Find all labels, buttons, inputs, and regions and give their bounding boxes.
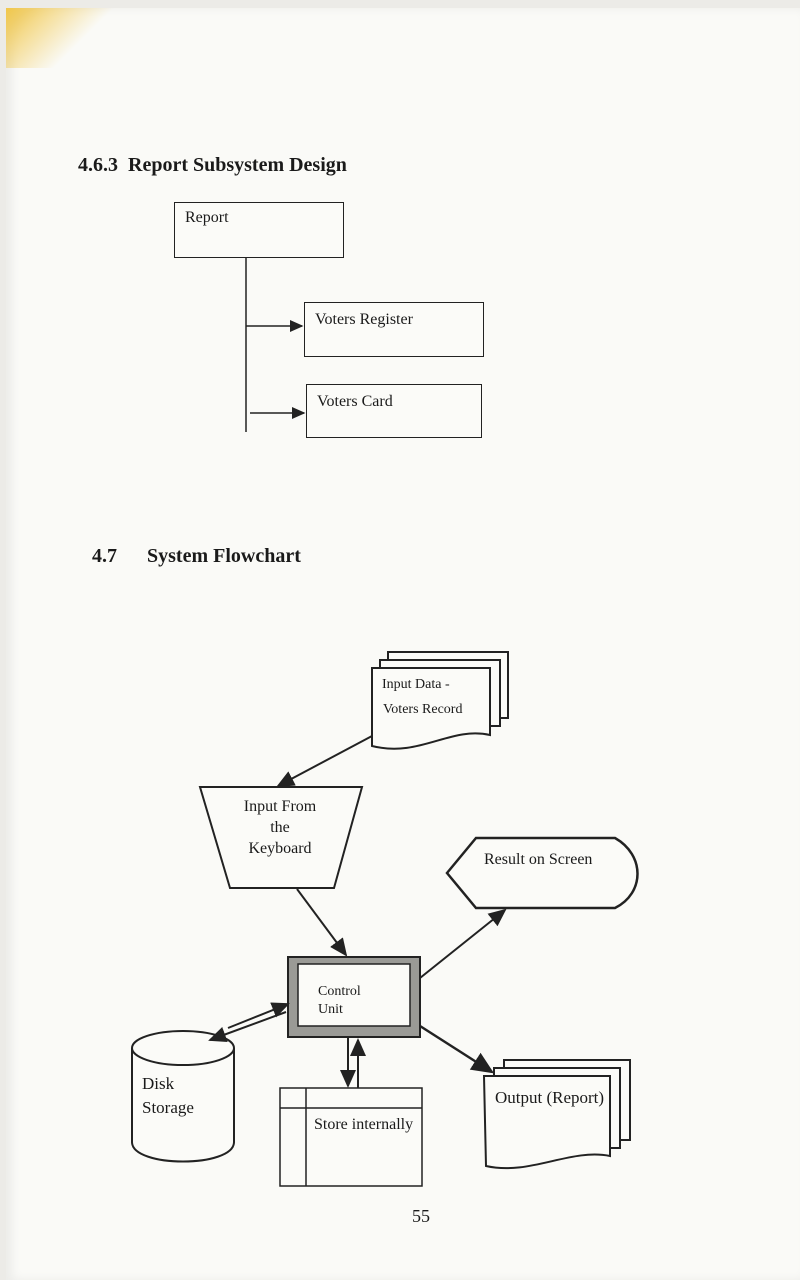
arrow-input-to-keyboard [276, 735, 373, 787]
arrow-control-to-screen [419, 908, 507, 979]
process-shape [287, 956, 421, 1038]
process-label-1: Control [318, 984, 361, 999]
voters-register-node: Voters Register [304, 302, 484, 357]
arrow-control-to-disk [208, 1011, 287, 1042]
page-number: 55 [412, 1206, 430, 1226]
manual-input-label-2: the [270, 819, 290, 836]
output-document-shape [482, 1059, 631, 1170]
disk-label-1: Disk [142, 1074, 175, 1093]
process-label-2: Unit [318, 1002, 343, 1013]
voters-register-label: Voters Register [315, 311, 413, 328]
section-number: 4.6.3 [78, 154, 118, 176]
manual-input-shape [198, 786, 364, 889]
output-document-label: Output (Report) [495, 1088, 605, 1107]
input-document-label-1: Input Data - [382, 677, 450, 692]
input-document-label-2: Voters Record [383, 702, 463, 717]
arrow-keyboard-to-control [296, 888, 348, 957]
display-shape [445, 836, 639, 910]
report-node: Report [174, 202, 344, 258]
voters-card-label: Voters Card [317, 393, 393, 410]
manual-input-label-3: Keyboard [248, 840, 312, 857]
arrow-disk-to-control [227, 1002, 290, 1029]
section-title-flowchart: System Flowchart [147, 545, 301, 567]
input-document-shape [371, 651, 509, 750]
section-heading-report-subsystem: 4.6.3 Report Subsystem Design [78, 154, 347, 177]
manual-input-label-1: Input From [243, 798, 317, 815]
voters-card-node: Voters Card [306, 384, 482, 438]
disk-label-2: Storage [142, 1098, 194, 1117]
internal-storage-shape [279, 1087, 423, 1187]
internal-storage-label: Store internally [314, 1116, 414, 1133]
display-label: Result on Screen [484, 851, 593, 868]
section-title: Report Subsystem Design [128, 154, 347, 176]
section-number-flowchart: 4.7 [92, 545, 117, 567]
report-node-label: Report [185, 209, 229, 226]
page-corner-tint [6, 8, 126, 68]
arrow-control-to-output [419, 1024, 495, 1074]
